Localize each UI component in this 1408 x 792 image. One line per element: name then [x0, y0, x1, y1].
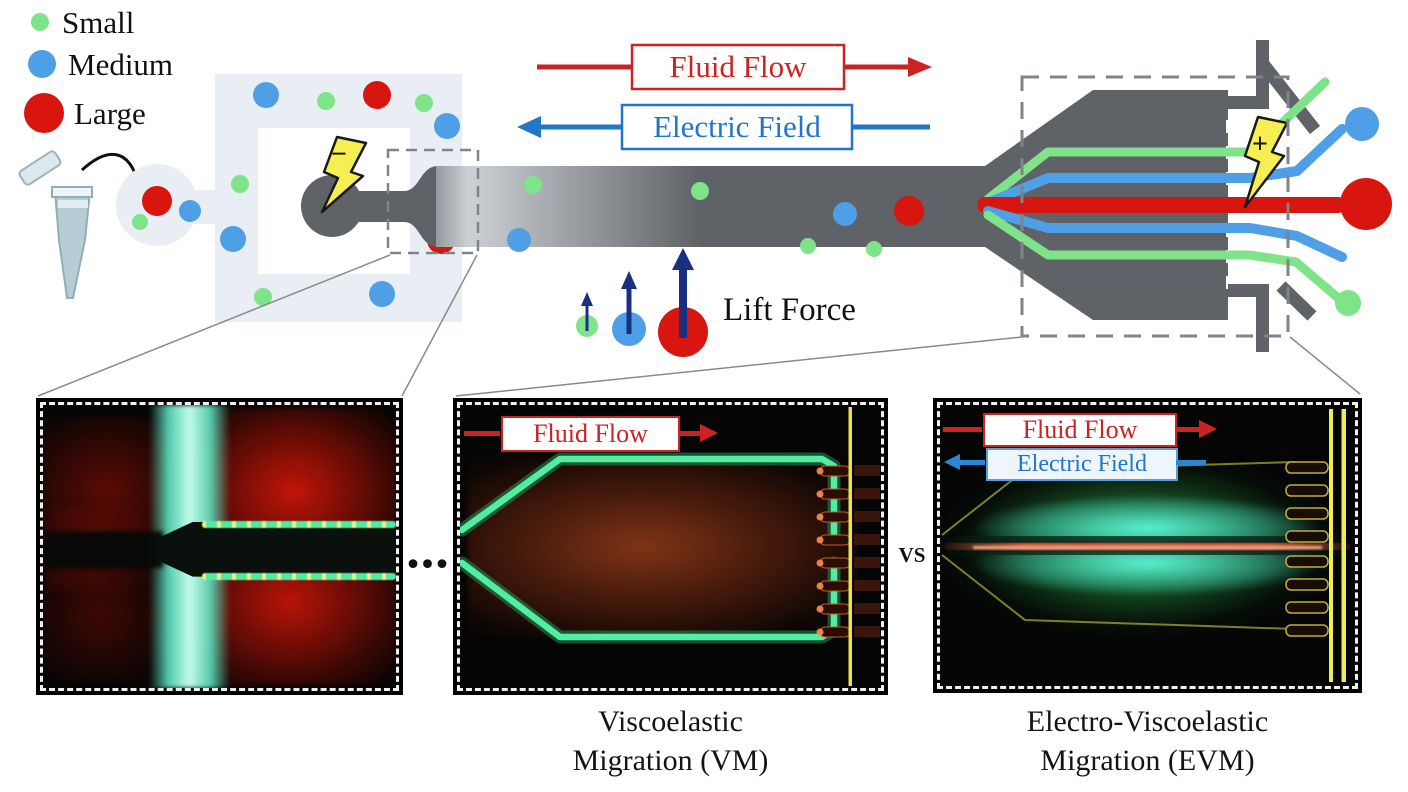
evm-electric-field-label: Electric Field — [1017, 451, 1147, 477]
vm-caption: Viscoelastic Migration (VM) — [453, 702, 888, 780]
evm-wall-line-1 — [1329, 409, 1333, 682]
outlet-large-particle — [1340, 178, 1392, 230]
particle-size-legend: Small Medium Large — [24, 5, 173, 133]
legend-large-label: Large — [74, 96, 146, 131]
vm-micrograph: Fluid Flow — [453, 398, 888, 695]
evm-micrograph-frame: Fluid Flow Electric Field — [937, 402, 1358, 689]
evm-wall-line-2 — [1341, 409, 1346, 682]
evm-caption: Electro-Viscoelastic Migration (EVM) — [933, 702, 1362, 780]
inlet-particles — [132, 186, 201, 230]
right-arrowhead — [908, 57, 932, 77]
vm-caption-line2: Migration (VM) — [572, 744, 769, 777]
outlet-medium-particle — [1345, 107, 1379, 141]
evm-fluid-flow-box: Fluid Flow — [983, 413, 1177, 447]
vm-flow-overlay — [460, 407, 880, 686]
legend-small-dot — [31, 13, 49, 31]
evm-outlet-teeth — [1285, 461, 1329, 637]
sample-tube-icon — [18, 150, 93, 299]
junction-micrograph — [36, 398, 403, 695]
zoom-box-inlet — [386, 148, 480, 255]
legend-large-dot — [24, 93, 64, 133]
fluid-flow-annotation: Fluid Flow — [537, 43, 932, 91]
ellipsis-separator: ... — [406, 519, 450, 579]
vm-micrograph-frame: Fluid Flow — [457, 402, 884, 691]
pinched-sample-channel — [159, 521, 396, 577]
evm-micrograph: Fluid Flow Electric Field — [933, 398, 1362, 693]
lift-force-label: Lift Force — [723, 292, 856, 328]
evm-fluid-flow-label: Fluid Flow — [1022, 415, 1138, 444]
small-stream-top — [983, 77, 1330, 204]
legend-medium-label: Medium — [68, 47, 173, 82]
medium-stream-top — [983, 124, 1347, 208]
positive-sign: + — [1252, 129, 1268, 160]
small-stream-bottom — [983, 210, 1342, 302]
vs-separator: vs — [898, 536, 926, 569]
vm-fluid-flow-box: Fluid Flow — [501, 416, 680, 452]
evm-electric-field-box: Electric Field — [986, 448, 1178, 481]
evm-flow-arrowhead — [1199, 420, 1217, 438]
vm-flow-arrowhead — [700, 424, 718, 442]
device-schematic: Small Medium Large — [18, 5, 1392, 397]
vm-outlet-teeth — [816, 465, 880, 638]
waste-outlet-bottom — [1228, 281, 1317, 352]
left-arrowhead — [517, 116, 541, 138]
medium-stream-bottom — [983, 206, 1347, 262]
vm-caption-line1: Viscoelastic — [598, 705, 743, 738]
reservoir-particles — [220, 81, 460, 307]
positive-electrode-bolt: + — [1243, 115, 1289, 209]
waste-outlet-top — [1228, 40, 1321, 135]
channel-particles — [507, 176, 924, 257]
sorted-streams — [977, 77, 1347, 302]
outlet-small-particle — [1335, 290, 1361, 316]
electric-field-annotation: Electric Field — [517, 103, 930, 151]
evm-field-arrowhead — [944, 454, 960, 470]
zoom-box-outlet — [1020, 75, 1290, 338]
lift-force-annotation: Lift Force — [576, 248, 856, 357]
junction-micrograph-frame — [40, 402, 399, 691]
evm-caption-line2: Migration (EVM) — [1040, 744, 1255, 777]
negative-sign: − — [331, 139, 347, 170]
negative-electrode-bolt: − — [320, 135, 368, 214]
legend-medium-dot — [28, 50, 56, 78]
leader-lines — [37, 254, 1361, 397]
channel-nozzle — [404, 166, 438, 247]
vm-fluid-flow-label: Fluid Flow — [533, 419, 648, 448]
fluid-flow-label: Fluid Flow — [670, 49, 808, 84]
evm-caption-line1: Electro-Viscoelastic — [1026, 705, 1269, 738]
electric-field-label: Electric Field — [653, 109, 821, 144]
vm-wall-line — [848, 407, 852, 686]
channel-neck — [358, 191, 406, 222]
legend-small-label: Small — [62, 5, 134, 40]
